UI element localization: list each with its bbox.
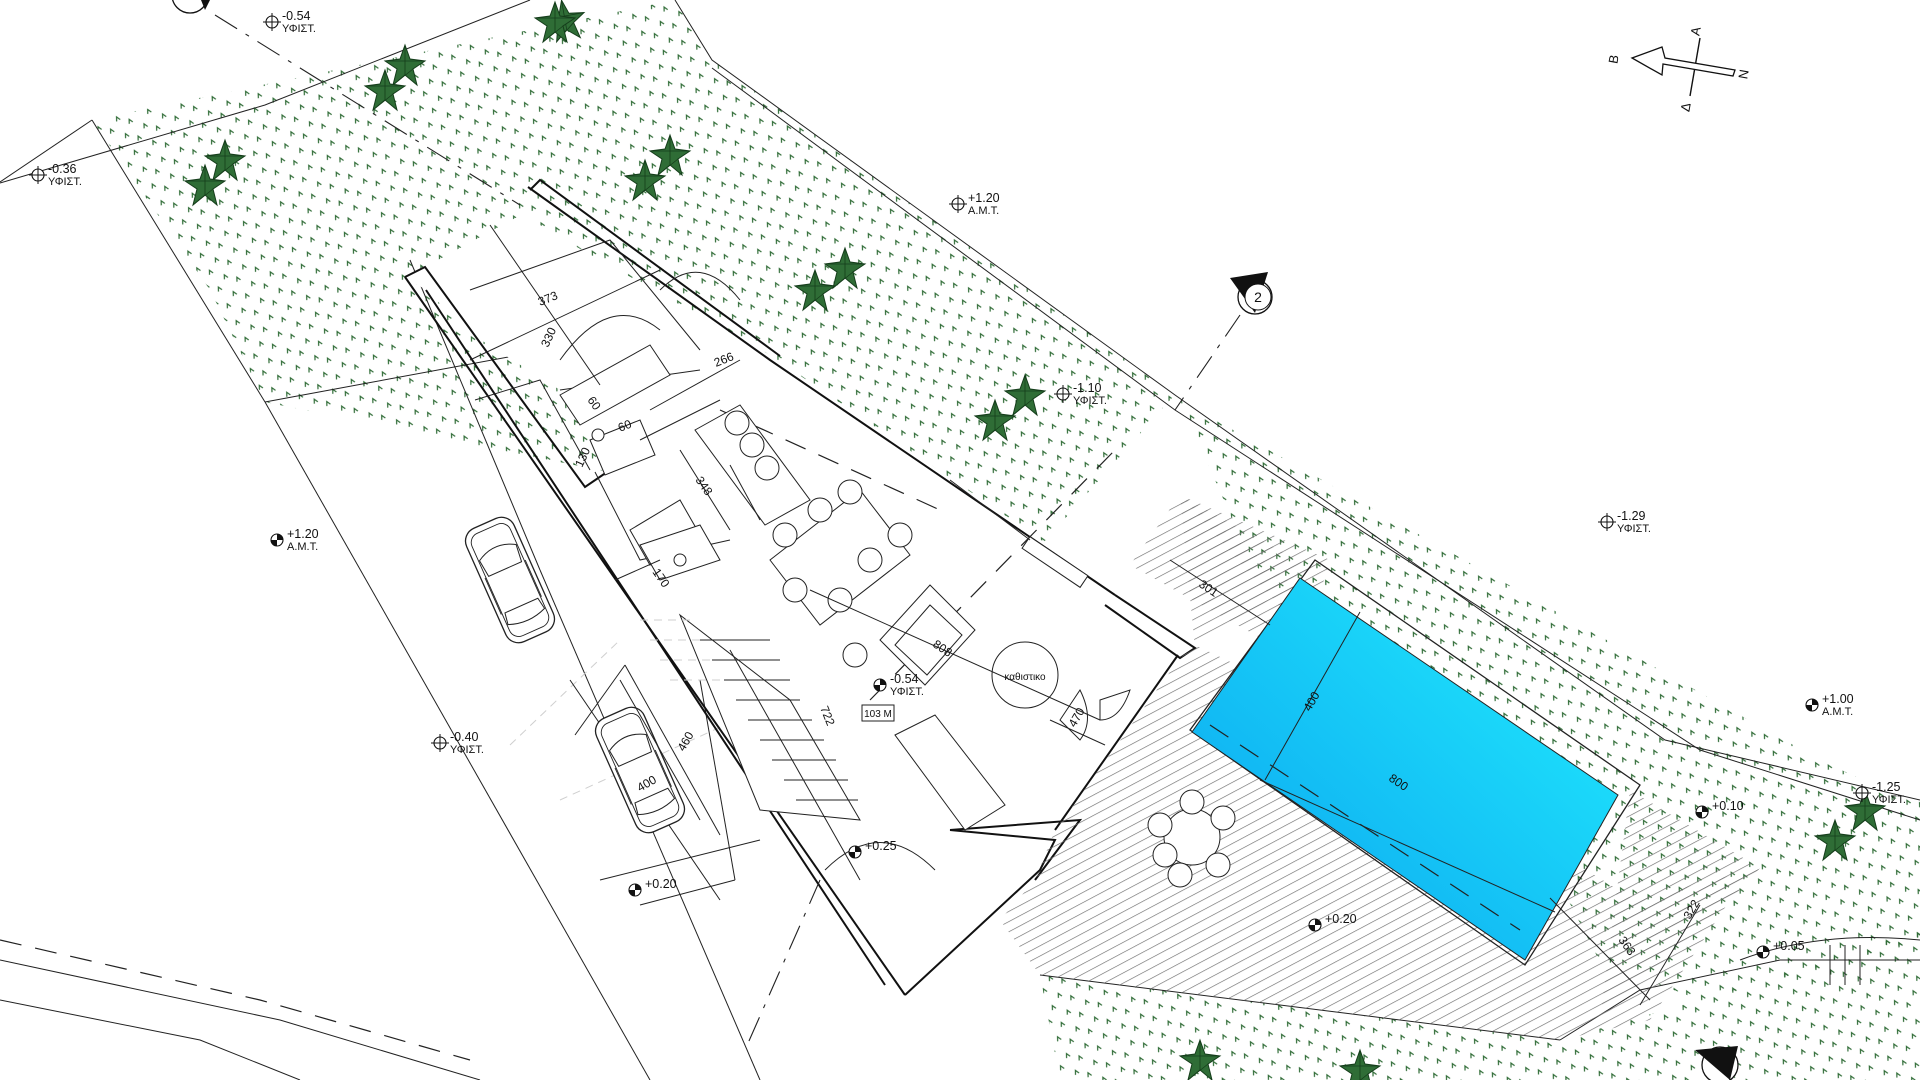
svg-text:ΥΦΙΣΤ.: ΥΦΙΣΤ. (450, 744, 484, 756)
svg-text:+0.25: +0.25 (865, 839, 897, 853)
svg-text:-1.10: -1.10 (1073, 381, 1102, 395)
outdoor-dining-set (1147, 789, 1236, 888)
svg-text:-0.54: -0.54 (282, 9, 311, 23)
svg-text:-1.29: -1.29 (1617, 509, 1646, 523)
level-mark: -1.10 ΥΦΙΣΤ. (1053, 381, 1107, 407)
svg-text:Α.Μ.Τ.: Α.Μ.Τ. (287, 541, 318, 553)
marker-section-bottom (1695, 1046, 1739, 1080)
svg-text:60: 60 (616, 417, 634, 435)
level-mark: +1.20 Α.Μ.Τ. (948, 191, 1000, 217)
level-mark: -1.29 ΥΦΙΣΤ. (1597, 509, 1651, 535)
swimming-pool (1189, 559, 1701, 1006)
svg-text:+0.20: +0.20 (645, 877, 677, 891)
level-mark: -0.36 ΥΦΙΣΤ. (28, 162, 82, 188)
svg-text:ΥΦΙΣΤ.: ΥΦΙΣΤ. (48, 176, 82, 188)
svg-text:ΥΦΙΣΤ.: ΥΦΙΣΤ. (282, 23, 316, 35)
svg-text:+0.20: +0.20 (1325, 912, 1357, 926)
svg-text:+0.05: +0.05 (1773, 939, 1805, 953)
svg-text:-0.36: -0.36 (48, 162, 77, 176)
dining-set (769, 479, 913, 668)
level-mark: +1.00 Α.Μ.Τ. (1805, 692, 1854, 718)
marker-section-2: 2 (1174, 272, 1273, 411)
svg-text:+1.20: +1.20 (968, 191, 1000, 205)
level-mark: -0.54 ΥΦΙΣΤ. (873, 672, 924, 698)
dimension-lines (469, 224, 1271, 881)
svg-text:-0.40: -0.40 (450, 730, 479, 744)
living-furniture: καθιστικο (879, 584, 1059, 831)
room-label-living: καθιστικο (1004, 672, 1046, 683)
level-mark: +1.20 Α.Μ.Τ. (270, 527, 319, 553)
north-arrow-top-label: A (1687, 25, 1703, 36)
north-arrow: A B N Δ (1605, 25, 1751, 112)
level-mark: -0.54 ΥΦΙΣΤ. (262, 9, 316, 35)
svg-text:2: 2 (1254, 289, 1262, 305)
svg-text:460: 460 (674, 729, 696, 754)
svg-text:-1.25: -1.25 (1872, 780, 1901, 794)
svg-text:ΥΦΙΣΤ.: ΥΦΙΣΤ. (1617, 523, 1651, 535)
level-mark: -0.40 ΥΦΙΣΤ. (430, 730, 484, 756)
svg-text:ΥΦΙΣΤ.: ΥΦΙΣΤ. (890, 686, 924, 698)
marker-section-top (172, 0, 521, 206)
level-mark: +0.05 (1756, 939, 1805, 959)
area-tag: 103 M (864, 709, 892, 720)
svg-text:Α.Μ.Τ.: Α.Μ.Τ. (1822, 706, 1853, 718)
svg-text:-0.54: -0.54 (890, 672, 919, 686)
north-arrow-right-label: N (1735, 68, 1751, 80)
svg-text:ΥΦΙΣΤ.: ΥΦΙΣΤ. (1073, 395, 1107, 407)
svg-text:+1.20: +1.20 (287, 527, 319, 541)
north-arrow-bottom-label: Δ (1677, 101, 1693, 112)
kitchen-island (694, 404, 811, 526)
svg-text:Α.Μ.Τ.: Α.Μ.Τ. (968, 205, 999, 217)
area-tag-box (861, 704, 895, 722)
car-lower (590, 702, 690, 838)
level-mark: +0.20 (628, 877, 677, 897)
level-mark: +0.20 (1308, 912, 1357, 932)
svg-text:ΥΦΙΣΤ.: ΥΦΙΣΤ. (1872, 794, 1906, 806)
north-arrow-left-label: B (1605, 54, 1621, 65)
svg-text:+1.00: +1.00 (1822, 692, 1854, 706)
level-mark: -1.25 ΥΦΙΣΤ. (1852, 780, 1906, 806)
svg-text:+0.10: +0.10 (1712, 799, 1744, 813)
level-mark: +0.10 (1695, 799, 1744, 819)
staircase (640, 613, 861, 821)
level-mark: +0.25 (848, 839, 897, 859)
